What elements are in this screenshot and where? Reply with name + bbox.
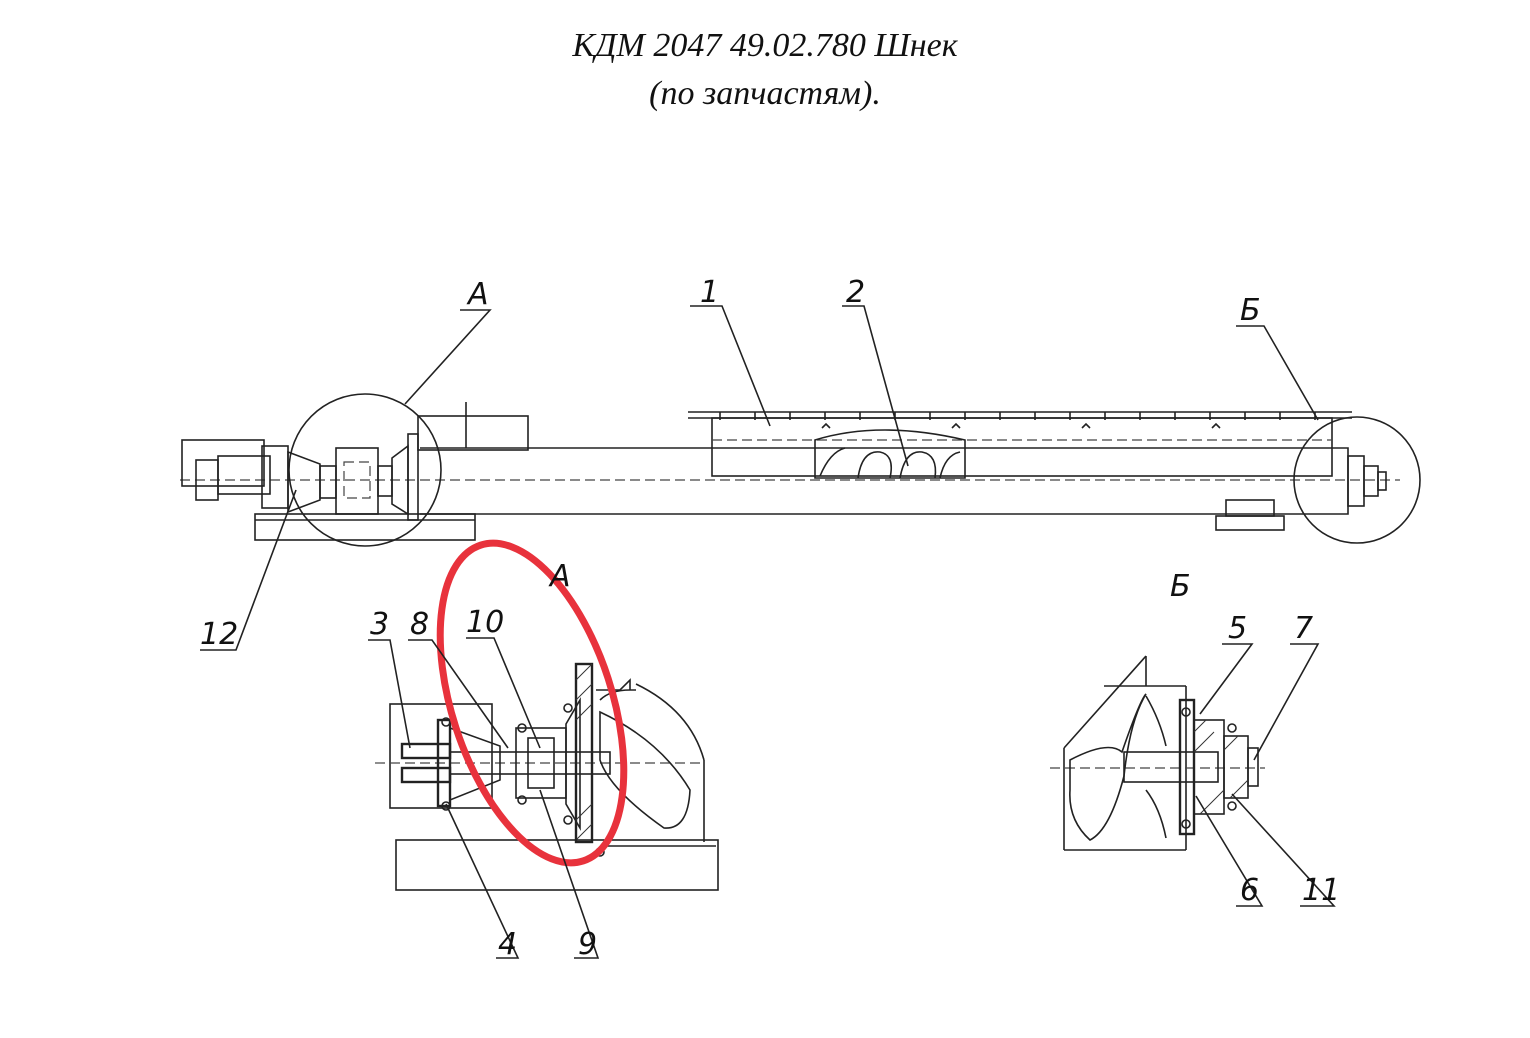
callout-4: 4 xyxy=(498,927,517,962)
detail-b-circle xyxy=(1293,416,1421,544)
callout-2: 2 xyxy=(846,275,865,310)
detail-b-heading: Б xyxy=(1170,569,1191,604)
detail-a-heading: А xyxy=(548,559,571,594)
detail-b-view xyxy=(1050,655,1265,851)
callout-5: 5 xyxy=(1228,611,1247,646)
drawing-title: КДМ 2047 49.02.780 Шнек xyxy=(572,27,958,64)
callout-8: 8 xyxy=(410,607,429,642)
highlight-ellipse xyxy=(436,539,628,867)
housing-hatch xyxy=(1193,719,1249,815)
callout-1: 1 xyxy=(700,275,719,310)
main-assembly-view xyxy=(180,393,1421,547)
callout-view-b: Б xyxy=(1240,293,1261,328)
drawing-subtitle: (по запчастям). xyxy=(649,75,881,112)
callout-12: 12 xyxy=(200,617,238,652)
callout-3: 3 xyxy=(370,607,389,642)
flange-hatch xyxy=(575,663,593,841)
leader-lines xyxy=(200,305,1336,959)
callout-6: 6 xyxy=(1240,873,1259,908)
callout-7: 7 xyxy=(1294,611,1313,646)
detail-b-bolts xyxy=(1181,707,1237,829)
callout-10: 10 xyxy=(466,605,504,640)
callout-9: 9 xyxy=(578,927,597,962)
callout-11: 11 xyxy=(1302,873,1340,908)
detail-a-circle xyxy=(288,393,442,547)
trough-bolts xyxy=(821,422,1221,429)
callout-view-a: А xyxy=(466,277,489,312)
